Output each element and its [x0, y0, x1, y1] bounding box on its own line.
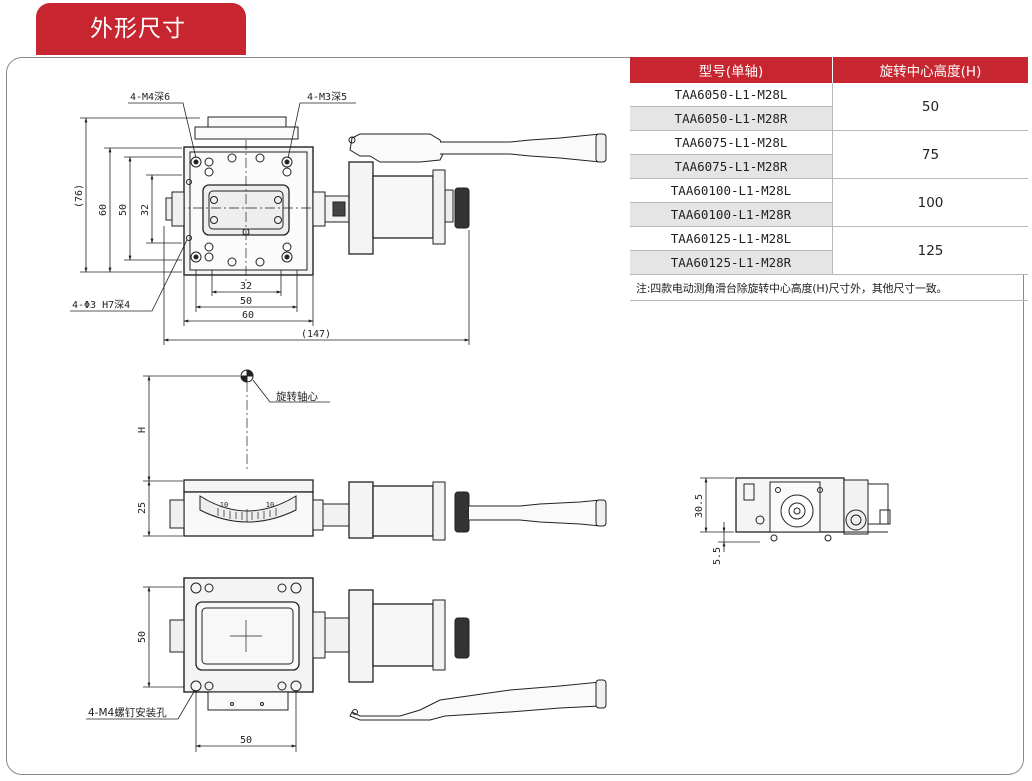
dim-76: (76)	[74, 184, 85, 208]
callout-pin: 4-Φ3 H7深4	[72, 299, 130, 311]
model-cell: TAA60125-L1-M28R	[630, 250, 833, 275]
axis-label: 旋转轴心	[276, 390, 318, 403]
model-cell: TAA60125-L1-M28L	[630, 226, 833, 251]
dim-5-5: 5.5	[712, 547, 723, 565]
callout-m3: 4-M3深5	[307, 91, 347, 103]
callout-m4: 4-M4深6	[130, 91, 170, 103]
section-title: 外形尺寸	[36, 3, 246, 55]
model-cell: TAA6075-L1-M28L	[630, 130, 833, 155]
dim-60-horizontal: 60	[242, 310, 254, 321]
content-frame	[6, 57, 1024, 775]
scale-left-label: 10	[220, 501, 228, 509]
dim-32-horizontal: 32	[240, 281, 252, 292]
dim-50-bottom-horizontal: 50	[240, 735, 252, 746]
bottom-view	[169, 577, 607, 721]
height-cell: 50	[832, 83, 1028, 131]
dim-32-vertical: 32	[140, 204, 151, 216]
front-view	[169, 369, 607, 541]
bottom-view-dimensions	[86, 586, 297, 752]
header-height: 旋转中心高度(H)	[832, 57, 1028, 83]
model-cell: TAA60100-L1-M28L	[630, 178, 833, 203]
front-view-dimensions	[143, 375, 330, 537]
model-cell: TAA60100-L1-M28R	[630, 202, 833, 227]
height-cell: 100	[832, 178, 1028, 227]
model-cell: TAA6050-L1-M28L	[630, 83, 833, 107]
callout-mount: 4-M4螺钉安装孔	[88, 706, 167, 719]
height-cell: 75	[832, 130, 1028, 179]
dim-50-vertical: 50	[118, 204, 129, 216]
model-cell: TAA6075-L1-M28R	[630, 154, 833, 179]
dim-50-bottom-vertical: 50	[137, 631, 148, 643]
side-view	[735, 477, 891, 542]
dim-147: (147)	[301, 329, 331, 340]
table-note: 注:四款电动测角滑台除旋转中心高度(H)尺寸外，其他尺寸一致。	[630, 274, 1028, 301]
side-view-dimensions	[700, 477, 760, 552]
dim-h: H	[137, 427, 148, 433]
dim-25: 25	[137, 502, 148, 514]
top-view-dimensions	[70, 102, 470, 345]
model-cell: TAA6050-L1-M28R	[630, 106, 833, 131]
height-cell: 125	[832, 226, 1028, 275]
dim-30-5: 30.5	[694, 494, 705, 518]
dim-50-horizontal: 50	[240, 296, 252, 307]
top-view	[165, 116, 607, 282]
scale-right-label: 10	[266, 501, 274, 509]
header-model: 型号(单轴)	[630, 57, 833, 83]
dim-60-vertical: 60	[98, 204, 109, 216]
